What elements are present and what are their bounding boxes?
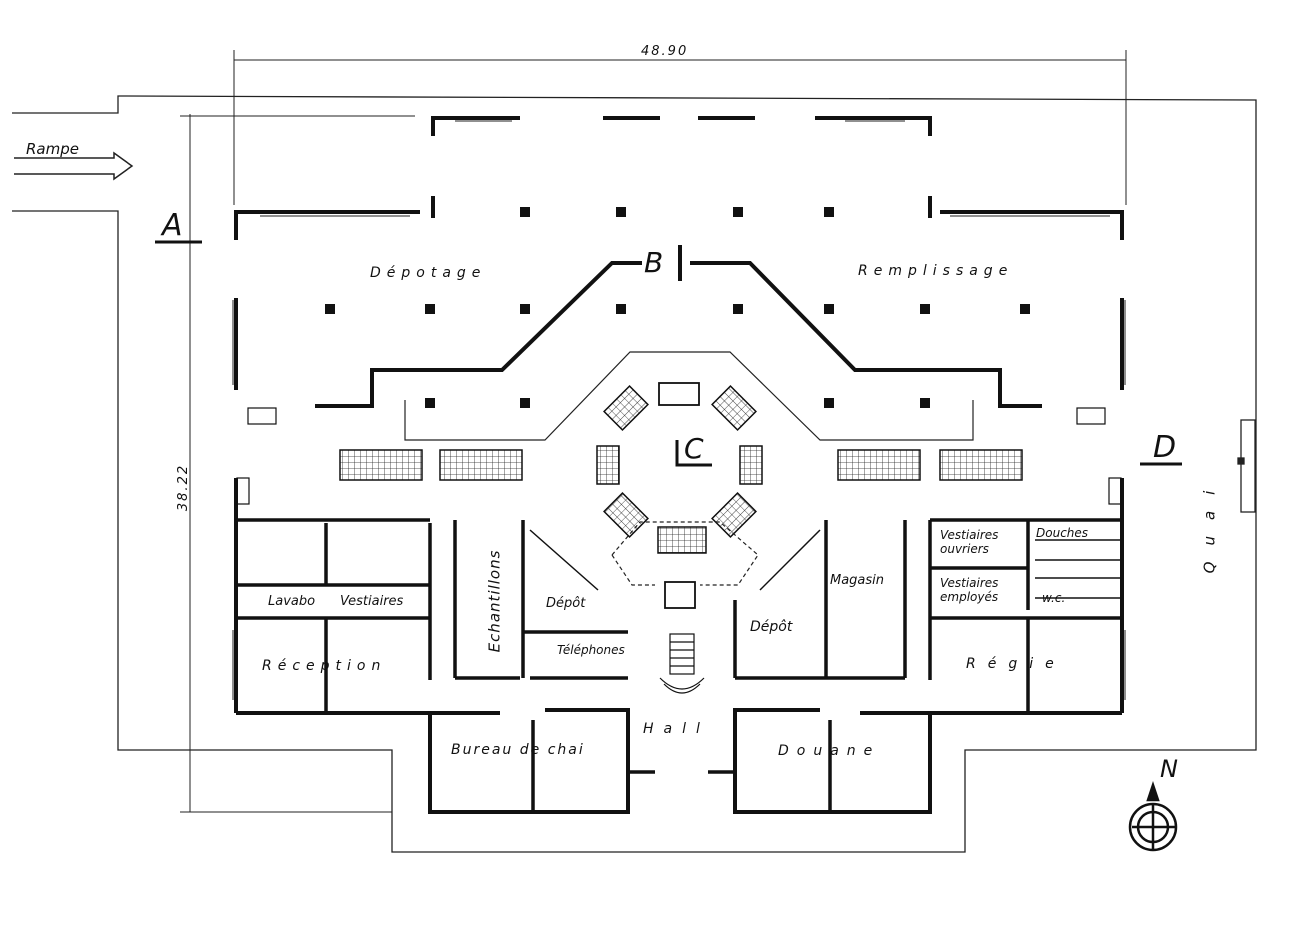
room-customs: Douane xyxy=(778,743,881,759)
site-boundary xyxy=(12,95,1257,853)
dimension-depth: 38.22 xyxy=(176,463,192,512)
dimension-lines xyxy=(180,50,1127,813)
room-store: Magasin xyxy=(830,573,885,588)
room-cellar-office: Bureau de chai xyxy=(451,742,585,758)
section-b: B xyxy=(644,246,664,279)
section-a: A xyxy=(162,208,183,243)
stairs xyxy=(236,407,1122,694)
room-washbasin: Lavabo xyxy=(268,594,316,609)
room-hall: Hall xyxy=(643,721,710,737)
section-lines xyxy=(155,240,1182,467)
section-c: C xyxy=(684,432,704,465)
dimension-width: 48.90 xyxy=(641,44,689,59)
building-walls xyxy=(234,116,1124,814)
room-depot-right: Dépôt xyxy=(750,619,793,635)
room-management: Régie xyxy=(966,656,1066,672)
room-samples: Echantillons xyxy=(485,549,504,653)
room-wc: w.c. xyxy=(1042,591,1066,605)
room-reception: Réception xyxy=(262,658,387,674)
room-cloakroom: Vestiaires xyxy=(340,594,404,609)
room-filling: Remplissage xyxy=(858,263,1014,279)
windows xyxy=(232,120,1126,700)
storage-racks xyxy=(339,385,1023,554)
columns xyxy=(325,207,1030,408)
room-depot-left: Dépôt xyxy=(546,596,586,611)
quay-label: Quai xyxy=(1200,474,1219,574)
room-workers-cloakroom: Vestiaires ouvriers xyxy=(940,528,999,556)
doors-diagonal xyxy=(529,529,1120,599)
ramp-label: Rampe xyxy=(26,140,79,158)
room-showers: Douches xyxy=(1036,526,1089,540)
central-machine xyxy=(658,382,700,609)
ramp-arrow xyxy=(14,151,134,181)
platform-outline xyxy=(315,245,1042,408)
quay-bollard xyxy=(1237,419,1256,513)
kiosk-dashed xyxy=(611,521,759,586)
section-d: D xyxy=(1153,430,1177,465)
platform-inner xyxy=(404,351,974,441)
north-label: N xyxy=(1160,755,1178,783)
room-staff-cloakroom: Vestiaires employés xyxy=(940,576,999,604)
compass-icon xyxy=(1128,781,1178,852)
interior-walls xyxy=(236,518,1122,812)
room-phones: Téléphones xyxy=(557,643,625,657)
room-unloading: Dépotage xyxy=(370,265,487,281)
